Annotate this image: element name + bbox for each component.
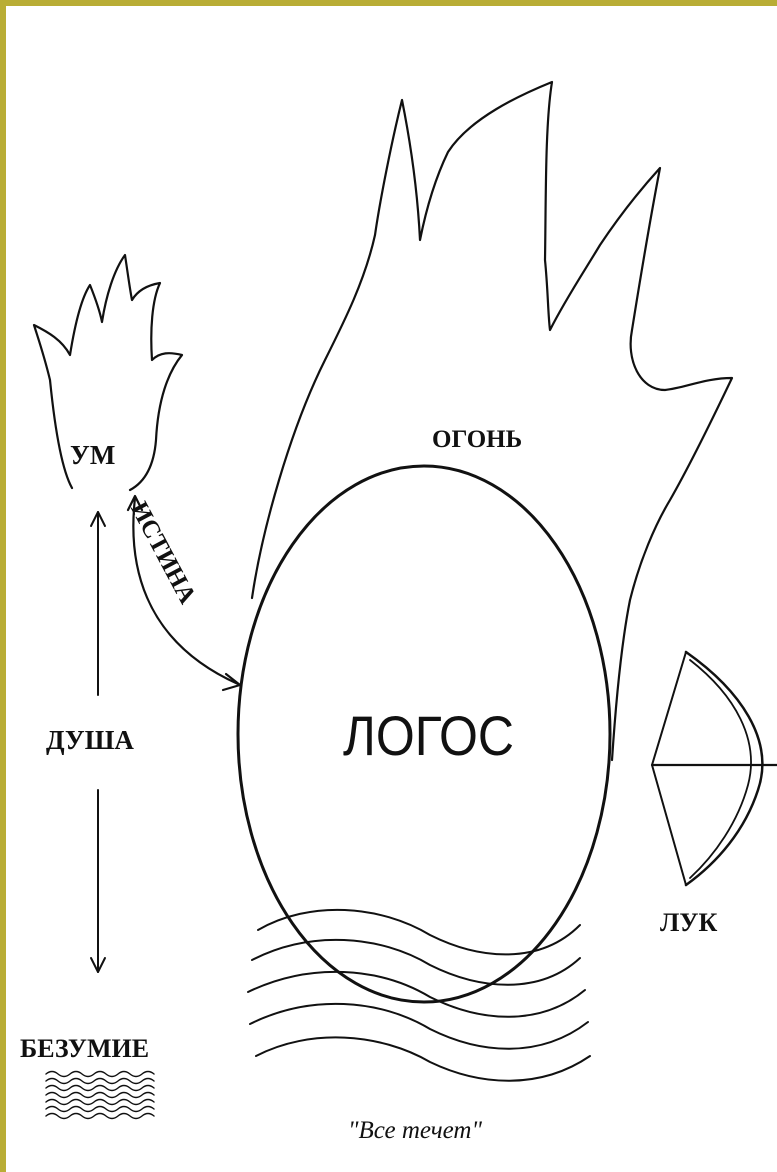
fire-label: ОГОНЬ (432, 427, 522, 452)
madness-label: БЕЗУМИЕ (20, 1036, 149, 1062)
mind-label: УМ (70, 442, 115, 469)
water-line (252, 940, 580, 985)
madness-waves (46, 1072, 154, 1119)
bow-limb-inner (690, 660, 751, 878)
everything-flows-caption: "Все течет" (348, 1118, 482, 1143)
water-line (248, 972, 585, 1017)
soul-label: ДУША (46, 727, 134, 754)
water-line (256, 1037, 590, 1080)
bow-string (652, 652, 686, 885)
water-line (250, 1004, 588, 1049)
fire-flame (252, 82, 732, 760)
water-line (258, 910, 580, 955)
bow-label: ЛУК (660, 910, 717, 936)
logos-label: ЛОГОС (343, 708, 514, 764)
